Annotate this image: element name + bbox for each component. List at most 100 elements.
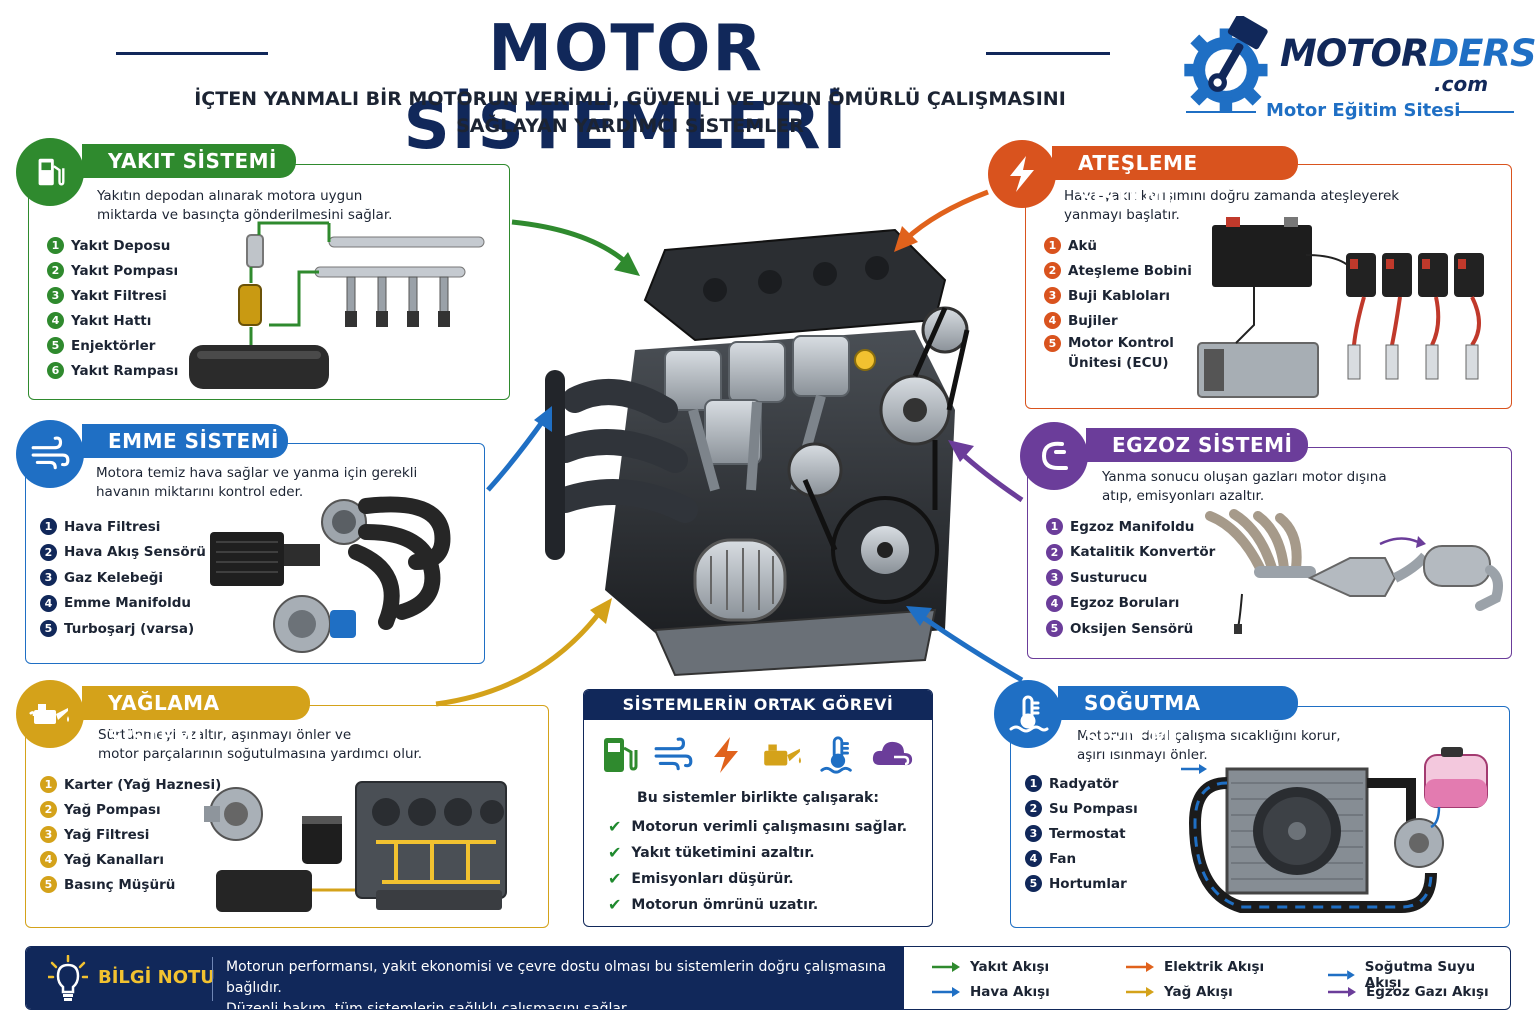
common-icon-row — [584, 720, 932, 776]
legend-item-air: Hava Akışı — [932, 984, 1050, 1000]
info-note-divider — [212, 957, 213, 1001]
ignition-system-illustration — [1197, 217, 1484, 398]
oil-can-icon — [764, 744, 801, 766]
page-subtitle: İÇTEN YANMALI BİR MOTORUN VERİMLİ, GÜVEN… — [170, 86, 1090, 140]
check-icon: ✔ — [608, 869, 622, 888]
fuel-system-illustration — [189, 221, 485, 389]
info-note-text: Motorun performansı, yakıt ekonomisi ve … — [226, 959, 887, 1010]
legend-item-exhaust: Egzoz Gazı Akışı — [1328, 984, 1489, 1000]
cooling-system-illustration — [1181, 747, 1488, 913]
ignition-system-panel: Hava-yakıt karışımını doğru zamanda ateş… — [1025, 164, 1512, 409]
title-line-right — [986, 52, 1110, 55]
page-title: MOTOR SİSTEMLERİ — [403, 12, 849, 164]
check-icon: ✔ — [608, 895, 622, 914]
title-row: MOTOR SİSTEMLERİ — [0, 8, 1170, 164]
list-item: ✔Yakıt tüketimini azaltır. — [608, 840, 932, 866]
legend-item-fuel: Yakıt Akışı — [932, 959, 1049, 975]
check-icon: ✔ — [608, 843, 622, 862]
lubrication-system-illustration — [204, 781, 507, 912]
legend-item-electric: Elektrik Akışı — [1126, 959, 1264, 975]
list-item: ✔Emisyonları düşürür. — [608, 866, 932, 892]
air-flow-icon — [16, 420, 84, 488]
logo-tagline: Motor Eğitim Sitesi — [1266, 100, 1461, 121]
air-flow-icon — [654, 737, 693, 771]
list-item: ✔Motorun verimli çalışmasını sağlar. — [608, 814, 932, 840]
exhaust-system-illustration — [1205, 509, 1503, 634]
info-note-title: BİLGİ NOTU — [98, 967, 215, 988]
fuel-pump-icon — [16, 138, 84, 206]
exhaust-description: Yanma sonucu oluşan gazları motor dışına… — [1102, 469, 1387, 504]
list-item: ✔Motorun ömrünü uzatır. — [608, 892, 932, 918]
lubrication-system-title: YAĞLAMA SİSTEMİ — [82, 686, 310, 749]
lightbulb-icon — [48, 955, 88, 1001]
exhaust-system-panel: Yanma sonucu oluşan gazları motor dışına… — [1027, 447, 1512, 659]
check-icon: ✔ — [608, 817, 622, 836]
exhaust-cloud-icon — [872, 741, 913, 766]
logo-tag-line-right — [1458, 111, 1514, 113]
info-note-bar: BİLGİ NOTU Motorun performansı, yakıt ek… — [25, 946, 1511, 1010]
engine-illustration — [545, 228, 970, 677]
brand-logo[interactable]: MOTORDERSI .com Motor Eğitim Sitesi — [1176, 10, 1536, 128]
common-task-intro: Bu sistemler birlikte çalışarak: — [637, 790, 879, 806]
subtitle-line-2: SAĞLAYAN YARDIMCI SİSTEMLER — [456, 115, 804, 137]
list-item: 5Ünitesi (ECU) — [1068, 355, 1169, 371]
thermometer-icon — [994, 680, 1062, 748]
fuel-pump-icon — [604, 738, 638, 772]
legend-item-oil: Yağ Akışı — [1126, 984, 1233, 1000]
intake-system-title: EMME SİSTEMİ — [82, 424, 288, 458]
logo-wordmark: MOTORDERSI — [1280, 32, 1536, 75]
title-line-left — [116, 52, 268, 55]
intake-system-illustration — [210, 496, 451, 653]
cooling-system-title: SOĞUTMA SİSTEMİ — [1058, 686, 1298, 749]
intake-description: Motora temiz hava sağlar ve yanma için g… — [96, 465, 418, 500]
lightning-icon — [714, 737, 738, 773]
logo-tag-line-left — [1186, 111, 1256, 113]
thermometer-icon — [820, 736, 852, 774]
subtitle-line-1: İÇTEN YANMALI BİR MOTORUN VERİMLİ, GÜVEN… — [194, 88, 1066, 110]
lightning-icon — [988, 140, 1056, 208]
ignition-description: Hava-yakıt karışımını doğru zamanda ateş… — [1064, 188, 1400, 223]
cooling-description: Motorun ideal çalışma sıcaklığını korur,… — [1077, 728, 1341, 763]
common-task-list: ✔Motorun verimli çalışmasını sağlar. ✔Ya… — [608, 814, 932, 918]
ignition-system-title: ATEŞLEME SİSTEMİ — [1052, 146, 1298, 209]
